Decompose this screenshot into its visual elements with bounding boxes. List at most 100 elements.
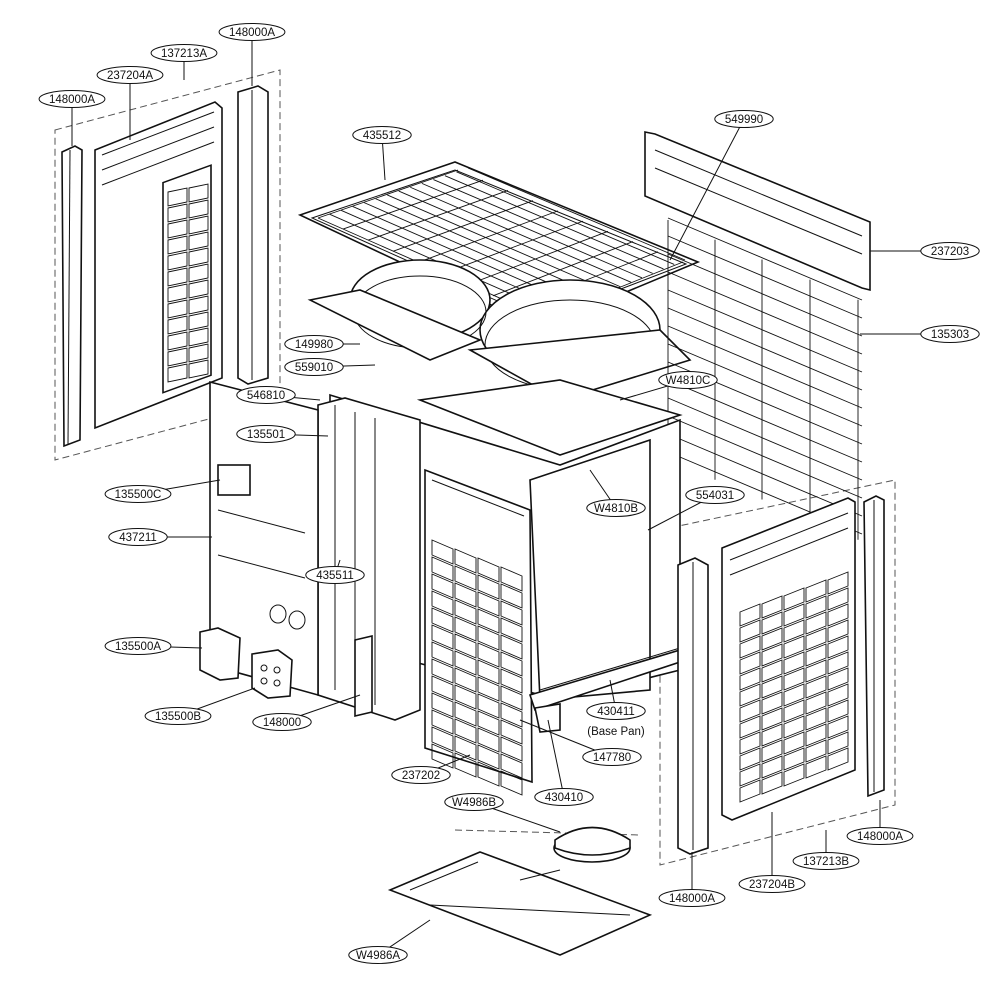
- mesh-wire: [392, 200, 534, 252]
- grille-cell: [761, 643, 783, 667]
- grille-cell: [477, 608, 500, 634]
- grille-cell: [500, 583, 523, 609]
- grille-cell: [761, 771, 783, 795]
- grille-cell: [827, 683, 849, 707]
- right-panel-grille: [739, 571, 849, 803]
- grille-cell: [783, 699, 805, 723]
- grille-cell: [188, 263, 209, 283]
- grille-cell: [167, 363, 188, 383]
- part-callout: 237204A: [96, 66, 164, 140]
- grille-cell: [454, 667, 477, 693]
- grille-cell: [167, 299, 188, 319]
- callout-label: W4810B: [594, 503, 638, 515]
- guard-wire: [667, 325, 863, 409]
- grille-cell: [739, 651, 761, 675]
- grille-cell: [827, 651, 849, 675]
- grille-cell: [454, 701, 477, 727]
- grille-cell: [477, 727, 500, 753]
- grille-cell: [188, 215, 209, 235]
- part-callout: 430411: [586, 679, 646, 720]
- grille-cell: [827, 571, 849, 595]
- grille-cell: [827, 587, 849, 611]
- callout-bubble: [792, 852, 860, 870]
- callout-bubble: [352, 126, 412, 144]
- grille-cell: [783, 683, 805, 707]
- callout-label: W4810C: [666, 375, 711, 387]
- grille-cell: [167, 283, 188, 303]
- grille-cell: [783, 651, 805, 675]
- grille-cell: [805, 675, 827, 699]
- grille-cell: [431, 658, 454, 684]
- grille-cell: [454, 616, 477, 642]
- callout-bubble: [252, 713, 312, 731]
- grille-cell: [477, 591, 500, 617]
- part-callout: 549990: [669, 110, 774, 261]
- grille-cell: [783, 619, 805, 643]
- callout-label: 147780: [593, 752, 631, 764]
- grille-cell: [167, 315, 188, 335]
- part-callout: 148000A: [846, 800, 914, 845]
- grille-cell: [761, 675, 783, 699]
- grille-cell: [761, 755, 783, 779]
- guard-wire: [667, 343, 863, 427]
- grille-cell: [500, 702, 523, 728]
- round-cover: [553, 826, 631, 863]
- callout-label: 148000A: [229, 27, 275, 39]
- part-callout: 435511: [305, 559, 365, 584]
- grille-cell: [188, 247, 209, 267]
- grille-cell: [500, 668, 523, 694]
- leader-line: [547, 719, 565, 798]
- guard-wire: [667, 397, 863, 481]
- mesh-wire: [317, 169, 459, 219]
- grille-cell: [805, 691, 827, 715]
- callout-bubble: [582, 748, 642, 766]
- callout-bubble: [920, 325, 980, 343]
- callout-bubble: [150, 44, 218, 62]
- mesh-wire: [467, 167, 686, 261]
- callout-label: 237203: [931, 246, 969, 258]
- callout-label: 148000A: [49, 94, 95, 106]
- grille-cell: [431, 709, 454, 735]
- mesh-wire: [433, 179, 653, 274]
- callout-bubble: [108, 528, 168, 546]
- callout-label: 149980: [295, 339, 333, 351]
- grille-cell: [783, 667, 805, 691]
- grille-cell: [805, 755, 827, 779]
- grille-cell: [454, 718, 477, 744]
- guard-wire: [667, 379, 863, 463]
- grille-cell: [167, 219, 188, 239]
- part-callout: 437211: [108, 528, 212, 546]
- grille-cell: [500, 651, 523, 677]
- grille-cell: [500, 600, 523, 626]
- grille-cell: [827, 635, 849, 659]
- grille-cell: [477, 676, 500, 702]
- guard-wire: [667, 415, 863, 499]
- part-callout: 554031: [647, 486, 745, 531]
- callout-bubble: [586, 702, 646, 720]
- grille-cell: [431, 641, 454, 667]
- grille-cell: [739, 699, 761, 723]
- part-callout: 135500A: [104, 637, 203, 655]
- grille-cell: [167, 235, 188, 255]
- callout-bubble: [284, 358, 344, 376]
- part-callout: 137213A: [150, 44, 218, 80]
- grille-cell: [500, 719, 523, 745]
- grille-cell: [739, 715, 761, 739]
- callout-label: 135303: [931, 329, 969, 341]
- part-callout: 148000A: [218, 23, 286, 86]
- callout-label: 148000: [263, 717, 301, 729]
- grille-cell: [167, 203, 188, 223]
- grille-cell: [500, 753, 523, 779]
- callout-bubble: [305, 566, 365, 584]
- part-callout: 135501: [236, 425, 329, 443]
- part-callout: 147780: [519, 719, 642, 766]
- callout-label: 135501: [247, 429, 285, 441]
- grille-cell: [783, 715, 805, 739]
- control-box: [317, 397, 421, 721]
- grille-cell: [805, 643, 827, 667]
- grille-cell: [783, 603, 805, 627]
- callout-label: 135500C: [115, 489, 162, 501]
- grille-cell: [167, 187, 188, 207]
- part-callout: W4986B: [444, 793, 561, 833]
